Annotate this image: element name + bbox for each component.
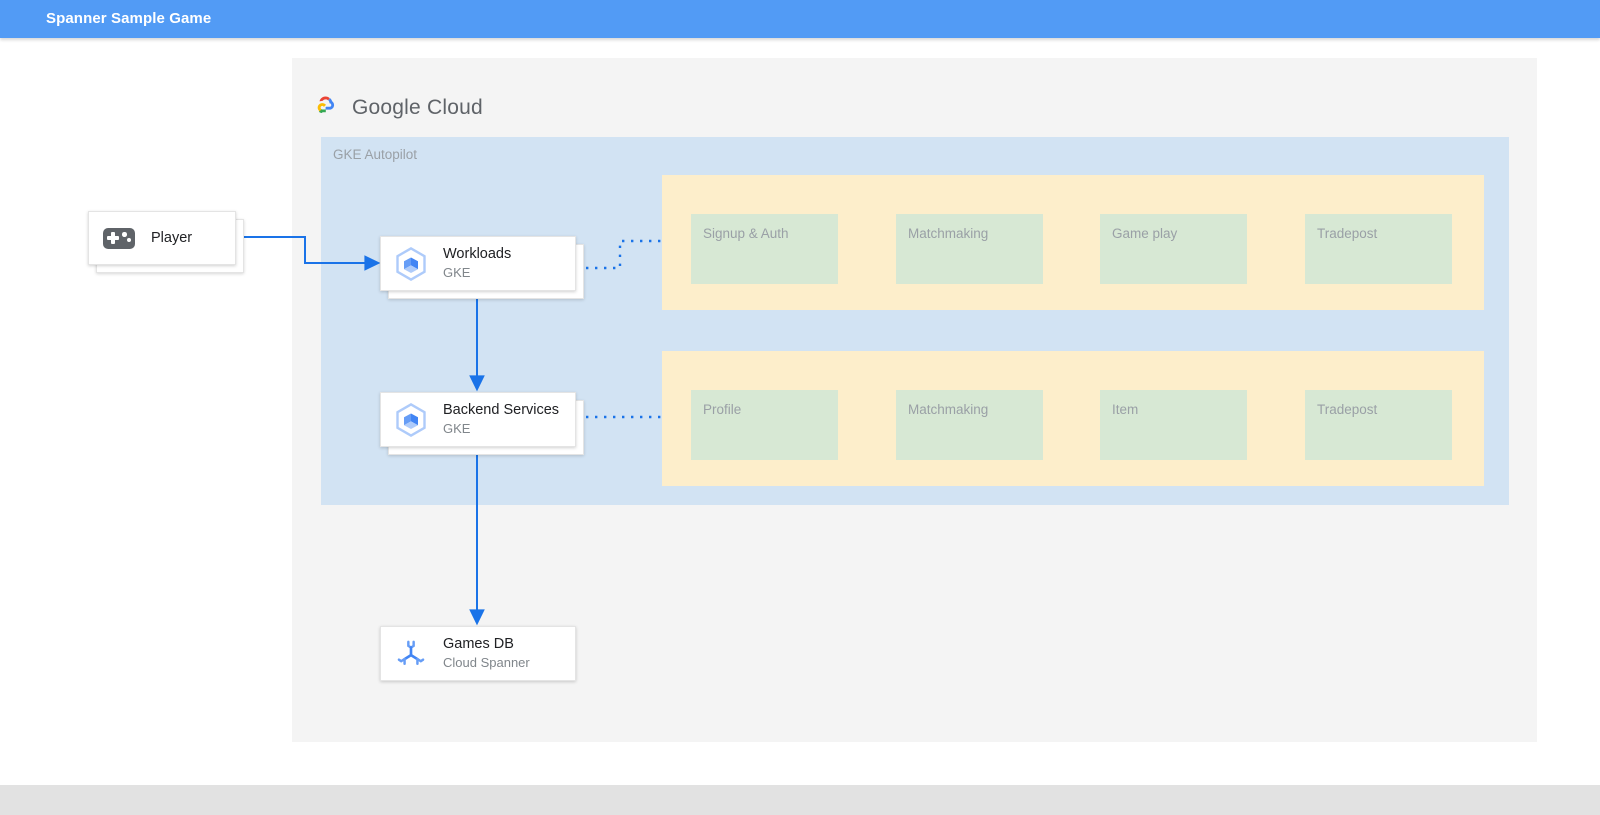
node-backend-services[interactable]: Backend Services GKE — [380, 392, 576, 447]
node-workloads-text: Workloads GKE — [443, 245, 511, 281]
google-cloud-wordmark: Google Cloud — [352, 96, 483, 120]
service-box-matchmaking[interactable]: Matchmaking — [896, 214, 1043, 284]
service-box-signup-auth[interactable]: Signup & Auth — [691, 214, 838, 284]
app-bar: Spanner Sample Game — [0, 0, 1600, 38]
node-title: Backend Services — [443, 402, 560, 419]
service-box-tradepost[interactable]: Tradepost — [1305, 214, 1452, 284]
node-subtitle: GKE — [443, 265, 471, 281]
node-games-db-text: Games DB Cloud Spanner — [443, 635, 530, 671]
service-box-item[interactable]: Item — [1100, 390, 1247, 460]
brand-cloud: Cloud — [426, 96, 483, 119]
node-title: Player — [151, 229, 193, 246]
service-label: Profile — [703, 402, 742, 417]
google-cloud-branding: Google Cloud — [310, 92, 483, 124]
node-workloads[interactable]: Workloads GKE — [380, 236, 576, 291]
service-box-tradepost[interactable]: Tradepost — [1305, 390, 1452, 460]
node-games-db[interactable]: Games DB Cloud Spanner — [380, 626, 576, 681]
service-box-matchmaking[interactable]: Matchmaking — [896, 390, 1043, 460]
brand-google: Google — [352, 96, 421, 119]
service-label: Signup & Auth — [703, 226, 789, 241]
service-box-profile[interactable]: Profile — [691, 390, 838, 460]
google-cloud-logo-icon — [310, 92, 342, 124]
service-label: Item — [1112, 402, 1139, 417]
service-label: Game play — [1112, 226, 1178, 241]
gke-icon — [393, 246, 429, 282]
service-label: Matchmaking — [908, 402, 989, 417]
node-subtitle: GKE — [443, 421, 471, 437]
node-backend-services-text: Backend Services GKE — [443, 401, 559, 437]
service-label: Matchmaking — [908, 226, 989, 241]
cloud-spanner-icon — [393, 636, 429, 672]
node-player[interactable]: Player — [88, 211, 236, 265]
node-subtitle: Cloud Spanner — [443, 655, 530, 671]
gke-autopilot-label: GKE Autopilot — [333, 147, 418, 162]
gke-icon — [393, 402, 429, 438]
backend-services-group: Profile Matchmaking Item Tradepost — [662, 351, 1484, 486]
service-box-game-play[interactable]: Game play — [1100, 214, 1247, 284]
service-label: Tradepost — [1317, 402, 1378, 417]
node-player-text: Player — [151, 229, 192, 247]
gamepad-icon — [101, 220, 137, 256]
node-title: Workloads — [443, 246, 512, 263]
service-label: Tradepost — [1317, 226, 1378, 241]
node-title: Games DB — [443, 636, 514, 653]
workload-services-group: Signup & Auth Matchmaking Game play Trad… — [662, 175, 1484, 310]
footer-strip — [0, 785, 1600, 815]
app-title: Spanner Sample Game — [46, 10, 212, 27]
